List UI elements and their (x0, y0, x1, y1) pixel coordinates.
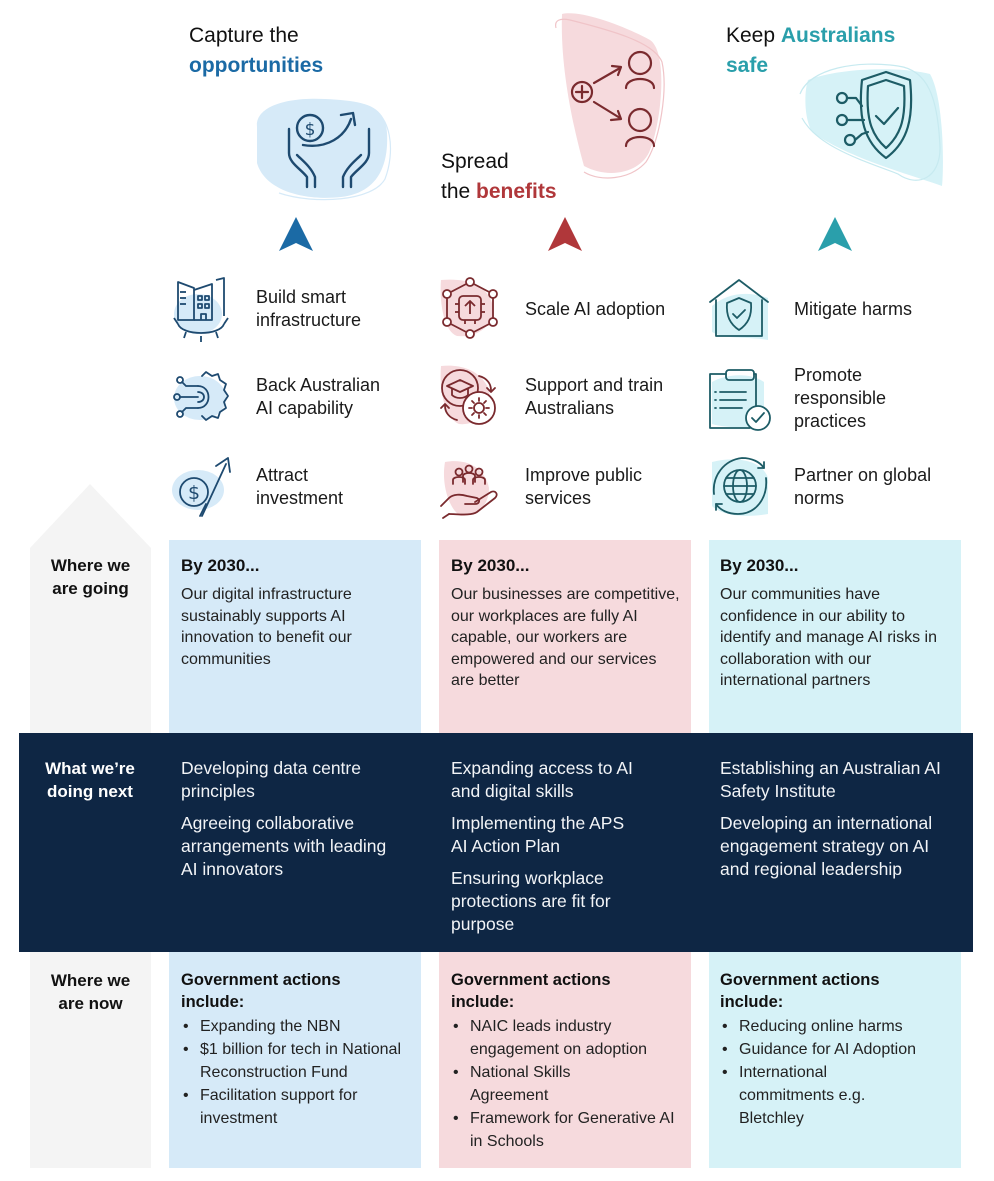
row-label-line: are now (58, 994, 123, 1013)
focus-item: Back Australian AI capability (168, 364, 396, 430)
gov-action: Expanding the NBN (181, 1015, 417, 1038)
up-arrow-icon (818, 217, 852, 251)
focus-item-label: Support and train Australians (525, 375, 664, 418)
svg-text:$: $ (188, 482, 200, 504)
pillar-title-benefits: Spread the benefits (441, 147, 557, 207)
pillar-title-plain: Keep (726, 24, 776, 47)
gov-action: $1 billion for tech in National Reconstr… (181, 1038, 405, 1084)
doing-next-band (19, 733, 973, 952)
gov-action: Framework for Generative AI in Schools (451, 1107, 680, 1153)
pillar-title-plain: Spread (441, 150, 509, 173)
up-arrow-icon (548, 217, 582, 251)
pillar-title-accent: opportunities (189, 54, 324, 77)
house-shield-icon (709, 279, 769, 340)
next-steps-opportunities: Developing data centre principles Agreei… (181, 757, 441, 890)
next-step: Developing data centre principles (181, 758, 361, 801)
gov-action: Reducing online harms (720, 1015, 956, 1038)
next-step: Ensuring workplace protections are fit f… (451, 868, 611, 934)
next-step: Developing an international engagement s… (720, 813, 933, 879)
clipboard-check-icon (709, 368, 771, 431)
row-label-line: are going (52, 579, 129, 598)
next-steps-safe: Establishing an Australian AI Safety Ins… (720, 757, 960, 890)
focus-item: Build smart infrastructure (168, 276, 396, 342)
gov-action: Guidance for AI Adoption (720, 1038, 956, 1061)
focus-item: Promote responsible practices (706, 364, 944, 433)
row-label-line: doing next (47, 782, 133, 801)
pillar-title-plain: Capture the (189, 24, 299, 47)
gov-action: National Skills Agreement (451, 1061, 610, 1107)
svg-text:$: $ (305, 120, 316, 140)
focus-item: Support and train Australians (437, 364, 695, 430)
row-label-where-now: Where we are now (30, 969, 151, 1015)
focus-item: Mitigate harms (706, 276, 944, 342)
share-to-people-icon (555, 13, 665, 179)
gov-actions-heading: Government actions include: (720, 971, 880, 1011)
panel-going-benefits (439, 540, 691, 734)
focus-item-label: Partner on global norms (794, 465, 932, 508)
dollar-growth-arrow-icon: $ (172, 457, 231, 517)
focus-item: $ Attract investment (168, 454, 396, 520)
chip-network-icon (440, 277, 498, 339)
focus-item-label: Scale AI adoption (525, 298, 666, 319)
focus-item-label: Mitigate harms (794, 298, 913, 319)
panel-going-opportunities (169, 540, 421, 734)
gov-actions-list-benefits: NAIC leads industry engagement on adopti… (451, 1015, 687, 1153)
row-label-where-going: Where we are going (30, 554, 151, 600)
hands-holding-money-growth-icon: $ (256, 98, 391, 201)
by-2030-heading: By 2030... (451, 556, 530, 575)
next-step: Expanding access to AI and digital skill… (451, 758, 633, 801)
next-steps-benefits: Expanding access to AI and digital skill… (451, 757, 711, 945)
pillar-title-accent: benefits (476, 180, 557, 203)
by-2030-text: Our communities have confidence in our a… (720, 586, 938, 689)
pillar-title-plain-2: the (441, 180, 471, 203)
shield-check-network-icon (799, 63, 943, 186)
by-2030-heading: By 2030... (720, 556, 799, 575)
pillar-title-accent: Australians (780, 24, 896, 47)
smart-building-gear-icon (173, 277, 229, 342)
focus-item: Scale AI adoption (437, 276, 675, 342)
panel-going-safe (709, 540, 961, 734)
gov-action: Facilitation support for investment (181, 1084, 405, 1130)
focus-item-label: Promote responsible practices (794, 365, 887, 431)
gov-actions-heading: Government actions include: (181, 971, 341, 1011)
row-label-doing-next: What we’re doing next (26, 757, 154, 803)
row-label-line: What we’re (45, 759, 135, 778)
focus-item: Partner on global norms (706, 454, 944, 520)
by-2030-text: Our digital infrastructure sustainably s… (181, 586, 352, 668)
graduation-gear-cycle-icon (440, 365, 496, 425)
by-2030-heading: By 2030... (181, 556, 260, 575)
next-step: Implementing the APS AI Action Plan (451, 813, 625, 856)
hand-holding-people-icon (440, 461, 498, 519)
focus-item: Improve public services (437, 454, 675, 520)
gov-actions-list-safe: Reducing online harms Guidance for AI Ad… (720, 1015, 956, 1130)
focus-item-label: Attract investment (256, 465, 344, 508)
gov-actions-heading: Government actions include: (451, 971, 611, 1011)
focus-item-label: Back Australian AI capability (256, 375, 381, 418)
gov-action: NAIC leads industry engagement on adopti… (451, 1015, 680, 1061)
gov-action: International commitments e.g. Bletchley (720, 1061, 899, 1130)
focus-item-label: Improve public services (525, 465, 643, 508)
by-2030-text: Our businesses are competitive, our work… (451, 586, 680, 689)
pillar-title-safe: Keep Australians safe (726, 21, 895, 81)
focus-item-label: Build smart infrastructure (256, 287, 362, 330)
gov-actions-list-opportunities: Expanding the NBN $1 billion for tech in… (181, 1015, 417, 1130)
next-step: Agreeing collaborative arrangements with… (181, 813, 387, 879)
next-step: Establishing an Australian AI Safety Ins… (720, 758, 941, 801)
pillar-title-opportunities: Capture the opportunities (189, 21, 323, 81)
globe-cycle-icon (712, 457, 768, 516)
circuit-gear-icon (173, 371, 229, 421)
row-label-line: Where we (50, 556, 131, 575)
row-label-line: Where we (50, 971, 131, 990)
pillar-title-accent-2: safe (726, 54, 769, 77)
up-arrow-icon (279, 217, 313, 251)
